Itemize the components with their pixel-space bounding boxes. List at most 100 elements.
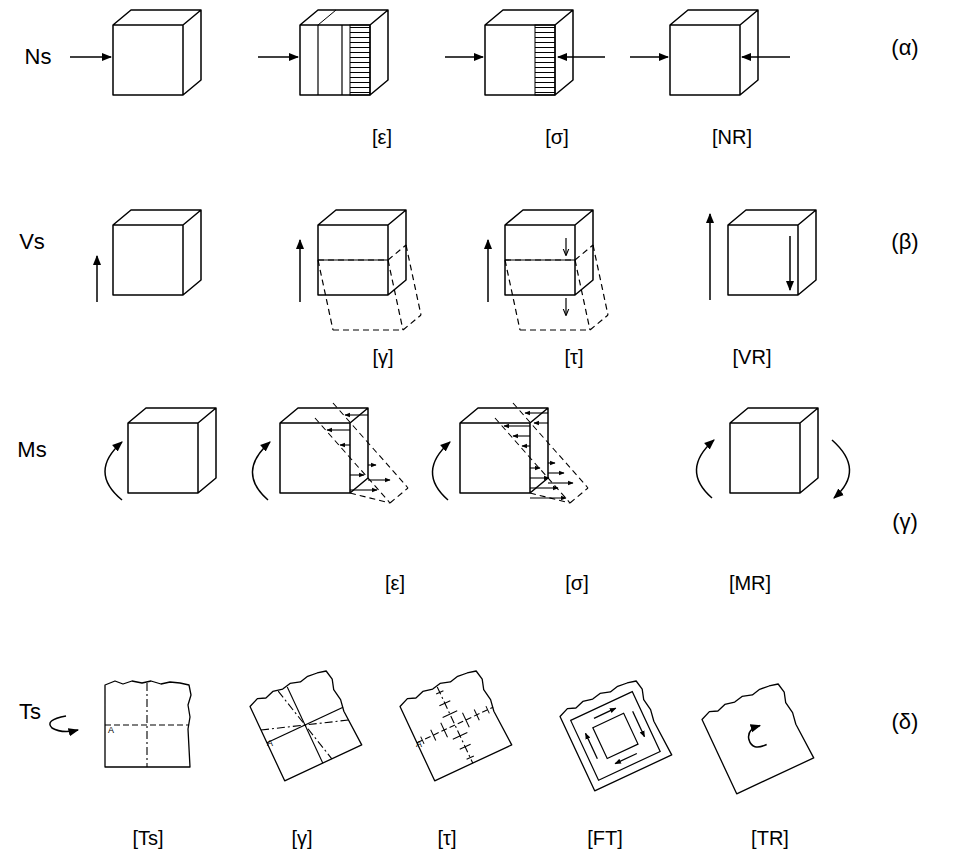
illustration-part	[333, 403, 408, 488]
illustration-part	[495, 403, 588, 503]
illustration-part	[317, 25, 318, 95]
illustration-part	[670, 10, 758, 95]
illustration-part	[388, 260, 403, 330]
illustration-part	[570, 488, 588, 503]
quantity-label: [NR]	[712, 127, 752, 147]
illustration-part	[350, 493, 390, 503]
illustration-part	[432, 442, 450, 500]
load-symbol: Ms	[17, 439, 46, 461]
illustration-part	[390, 488, 408, 503]
illustration-part	[441, 723, 448, 738]
illustration-part	[105, 724, 189, 725]
point-label: A	[108, 726, 114, 735]
illustration-part	[443, 711, 458, 718]
illustration-part	[525, 412, 548, 413]
illustration-part	[315, 418, 390, 503]
illustration-part	[340, 444, 350, 445]
illustration-part	[105, 681, 191, 767]
illustration-part	[105, 681, 191, 767]
load-symbol: Vs	[19, 231, 45, 253]
illustration-part	[258, 56, 298, 58]
illustration-part	[248, 667, 362, 781]
illustration-part	[530, 493, 570, 503]
illustration-part	[460, 408, 548, 493]
illustration-part	[530, 487, 558, 488]
axial-row	[70, 10, 790, 95]
illustration-part	[513, 403, 588, 488]
illustration-part	[504, 413, 573, 498]
illustration-part	[487, 240, 489, 302]
illustration-part	[113, 210, 201, 295]
illustration-part	[505, 245, 608, 330]
row-number: (β)	[891, 231, 918, 253]
illustration-part	[520, 329, 590, 330]
illustration-part	[350, 25, 370, 95]
illustration-part	[575, 260, 590, 330]
quantity-label: [MR]	[729, 573, 771, 593]
illustration-part	[615, 753, 637, 763]
quantity-label: [τ]	[564, 347, 583, 367]
illustration-part	[96, 256, 98, 302]
illustration-part	[341, 25, 342, 95]
point-label: A	[416, 740, 422, 749]
illustration-part	[558, 677, 672, 791]
illustration-part	[436, 691, 443, 694]
illustration-part	[558, 677, 672, 791]
illustration-part	[327, 415, 390, 490]
quantity-label: [ε]	[372, 127, 392, 147]
load-symbol: Ns	[25, 46, 52, 68]
quantity-label: [Ts]	[132, 828, 163, 848]
illustration-part	[474, 709, 479, 720]
illustration-part	[700, 680, 814, 794]
illustration-part	[318, 259, 388, 260]
illustration-part	[50, 716, 78, 732]
illustration-part	[728, 210, 816, 295]
illustration-part	[593, 713, 638, 758]
illustration-part	[398, 667, 512, 781]
illustration-part	[350, 489, 377, 490]
illustration-part	[700, 680, 814, 794]
illustration-part	[467, 756, 474, 759]
illustration-part	[548, 472, 564, 473]
illustration-part	[505, 259, 575, 260]
illustration-part	[333, 329, 403, 330]
illustration-part	[252, 442, 270, 500]
illustration-part	[696, 440, 714, 498]
row-number: (δ)	[892, 711, 919, 733]
illustration-part	[146, 683, 147, 767]
illustration-part	[633, 711, 645, 736]
illustration-part	[594, 708, 616, 718]
illustration-part	[513, 435, 530, 436]
illustration-part	[505, 260, 520, 330]
illustration-part	[368, 479, 390, 480]
illustration-part	[318, 245, 421, 330]
illustration-part	[460, 744, 471, 749]
illustration-part	[350, 474, 364, 475]
illustration-part	[437, 687, 472, 763]
illustration-part	[462, 713, 469, 728]
quantity-label: [τ]	[437, 828, 456, 848]
illustration-part	[522, 445, 530, 446]
quantity-label: [σ]	[545, 127, 568, 147]
illustration-part	[593, 245, 608, 315]
bending-row	[105, 403, 850, 503]
illustration-part	[280, 408, 368, 493]
illustration-part	[248, 667, 362, 781]
quantity-label: [TR]	[751, 828, 789, 848]
illustration-part	[548, 482, 573, 483]
illustration-part	[745, 725, 768, 750]
illustration-part	[398, 667, 512, 781]
illustration-part	[505, 259, 575, 260]
illustration-part	[453, 732, 468, 739]
illustration-part	[299, 240, 301, 302]
illustration-part	[318, 10, 336, 25]
quantity-label: [ε]	[385, 573, 405, 593]
illustration-part	[388, 245, 406, 260]
illustration-part	[730, 408, 818, 493]
illustration-part	[571, 692, 661, 781]
illustration-part	[575, 245, 593, 260]
illustration-part	[278, 683, 332, 768]
point-label: A	[267, 739, 273, 748]
illustration-part	[742, 56, 790, 58]
